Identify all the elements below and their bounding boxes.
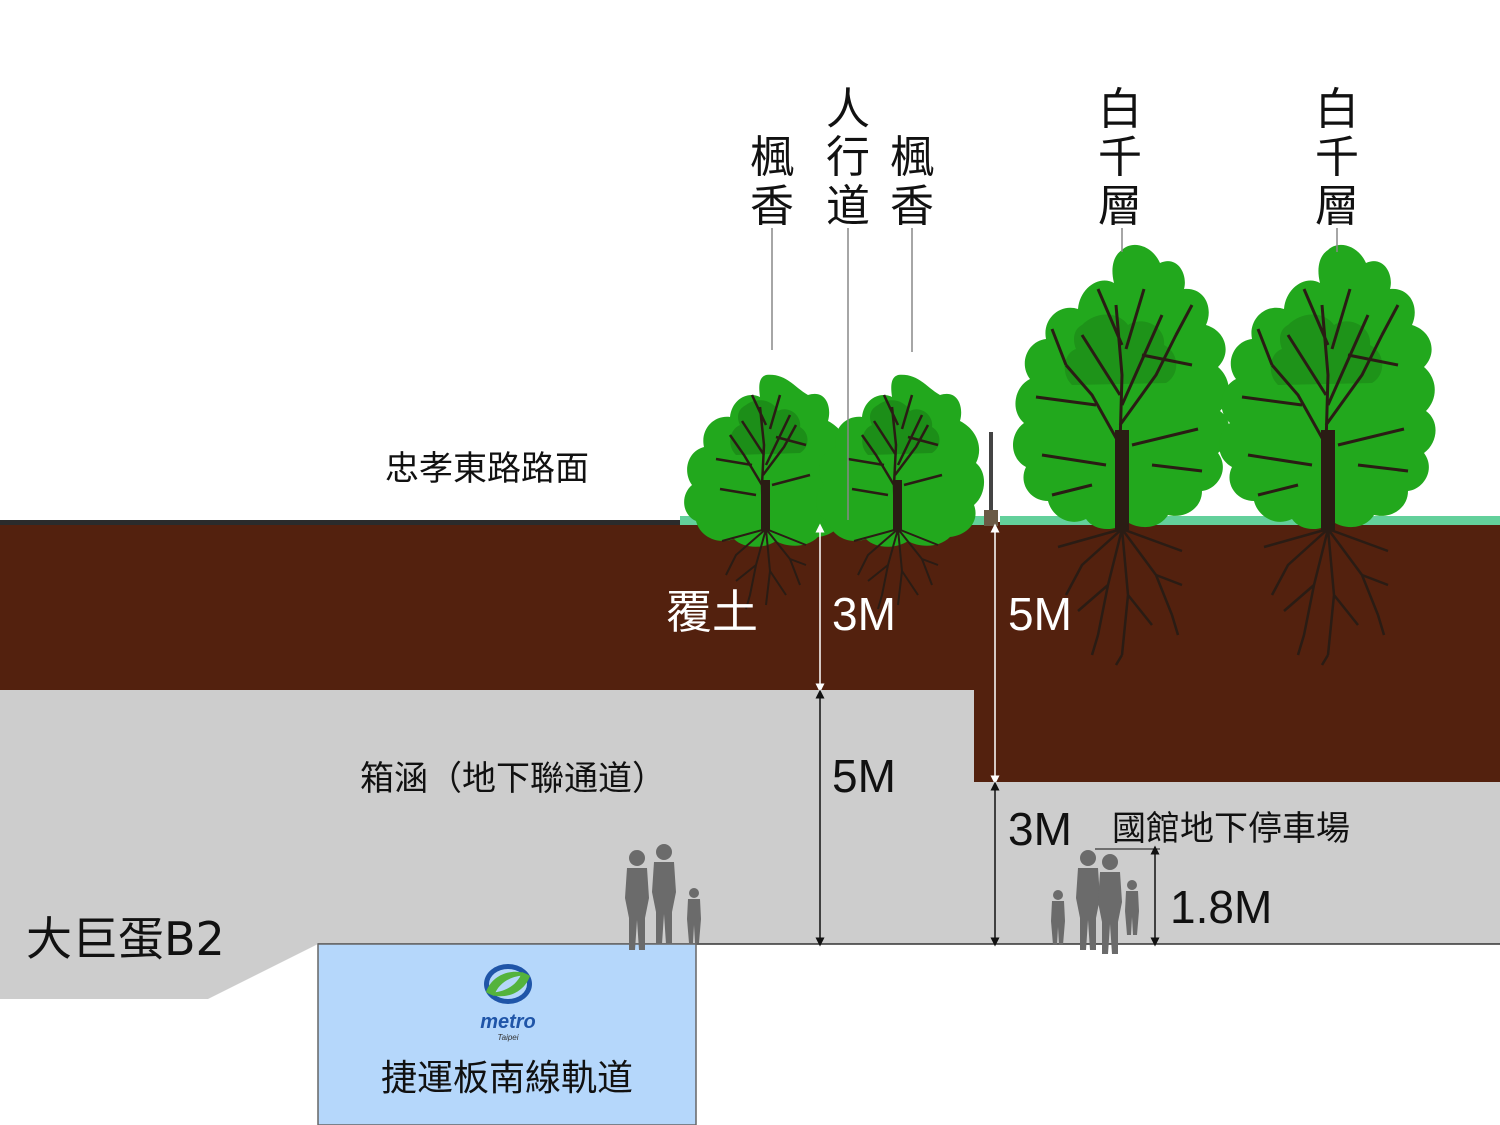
metro-logo-subtext: Taipei [497, 1033, 518, 1042]
sweetgum-left-char-1: 楓 [750, 132, 794, 183]
metro-taipei-logo: metro Taipei [480, 964, 536, 1042]
sidewalk-char-1: 人 [826, 84, 870, 135]
leader-lines [771, 228, 1338, 520]
sweetgum-left-char-2: 香 [750, 181, 794, 232]
melaleuca-2-char-1: 白 [1315, 84, 1359, 135]
person-height-dimension: 1.8M [1170, 881, 1272, 933]
sidewalk-char-3: 道 [826, 181, 870, 232]
melaleuca-1-char-2: 千 [1098, 132, 1142, 183]
melaleuca-1-char-1: 白 [1098, 84, 1142, 135]
cover-soil-label: 覆土 [666, 585, 758, 639]
soil-right-dimension: 5M [1008, 588, 1072, 640]
label-melaleuca-2: 白 千 層 [1315, 84, 1359, 232]
sweetgum-right-char-1: 楓 [890, 132, 934, 183]
label-sweetgum-right: 楓 香 [890, 132, 934, 232]
dim-person-height [1095, 845, 1160, 947]
box-culvert-label: 箱涵（地下聯通道） [360, 759, 666, 799]
mrt-track-label: 捷運板南線軌道 [381, 1058, 633, 1099]
melaleuca-1-char-3: 層 [1098, 181, 1142, 232]
label-melaleuca-1: 白 千 層 [1098, 84, 1142, 232]
road-surface-line [0, 520, 690, 525]
label-sidewalk: 人 行 道 [826, 84, 870, 232]
label-sweetgum-left: 楓 香 [750, 132, 794, 232]
box-culvert [0, 690, 1500, 999]
light-pole [984, 432, 998, 526]
parking-height-dimension: 3M [1008, 803, 1072, 855]
melaleuca-2-char-2: 千 [1315, 132, 1359, 183]
melaleuca-2-char-3: 層 [1315, 181, 1359, 232]
soil-layer [0, 522, 1500, 782]
sidewalk-char-2: 行 [826, 132, 870, 183]
culvert-height-dimension: 5M [832, 750, 896, 802]
metro-logo-text: metro [480, 1011, 536, 1033]
parking-label: 國館地下停車場 [1112, 809, 1350, 849]
road-surface-label: 忠孝東路路面 [385, 449, 589, 489]
soil-left-dimension: 3M [832, 588, 896, 640]
sweetgum-right-char-2: 香 [890, 181, 934, 232]
big-egg-label: 大巨蛋B2 [26, 912, 225, 966]
